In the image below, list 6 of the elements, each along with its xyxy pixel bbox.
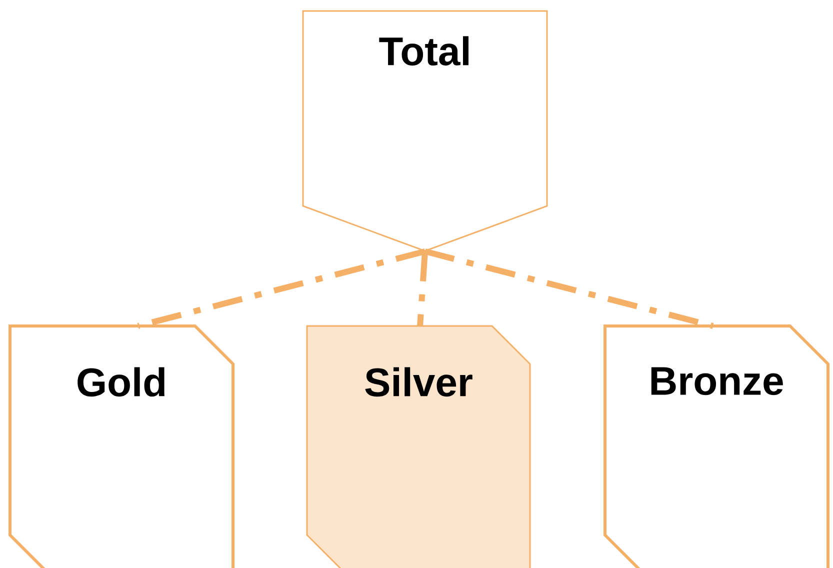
child-box: Gold (8, 324, 234, 568)
connector (424, 248, 714, 329)
child-box: Silver (306, 325, 531, 568)
connector (137, 248, 426, 329)
child-box: Bronze (604, 324, 830, 568)
parent-box: Total (302, 10, 548, 252)
